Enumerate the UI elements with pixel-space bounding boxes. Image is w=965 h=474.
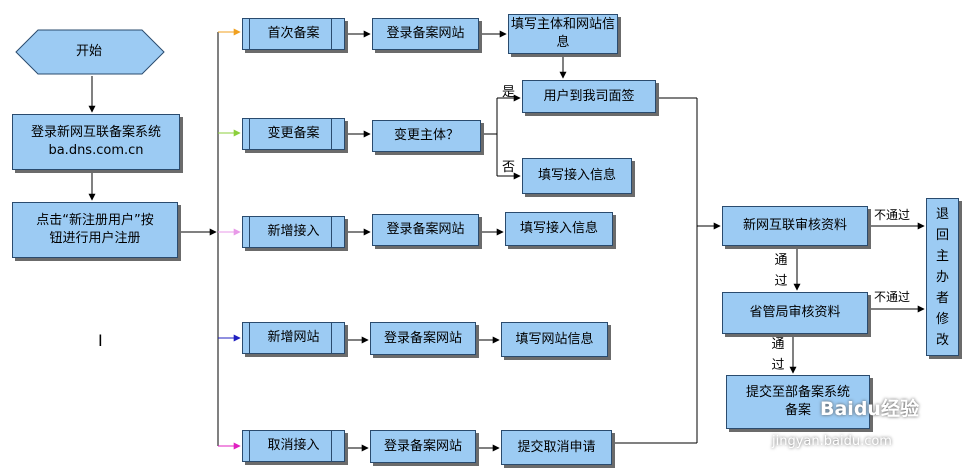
cancel-access-box: 取消接入 xyxy=(242,430,345,462)
return-to-sponsor-box: 退回主办者修改 xyxy=(926,198,959,356)
register-line2: 钮进行用户注册 xyxy=(49,231,141,246)
start-hexagon xyxy=(15,29,165,75)
text-cursor-mark: I xyxy=(98,331,103,350)
yes-label: 是 xyxy=(502,85,516,100)
province-review-box: 省管局审核资料 xyxy=(722,292,868,334)
fill-subject-site-box: 填写主体和网站信息 xyxy=(508,14,618,54)
fill-access-info-box-change: 填写接入信息 xyxy=(522,158,632,194)
start-label: 开始 xyxy=(76,44,103,59)
login-system-url: ba.dns.com.cn xyxy=(48,143,144,158)
reject-label-1: 不通过 xyxy=(874,208,911,222)
new-access-box: 新增接入 xyxy=(242,216,345,248)
first-login-site-box: 登录备案网站 xyxy=(372,18,479,50)
reject-label-2: 不通过 xyxy=(874,290,911,304)
new-site-box: 新增网站 xyxy=(242,322,345,354)
site-login-site-box: 登录备案网站 xyxy=(370,322,476,355)
pass-label-1: 通过 xyxy=(774,253,788,289)
login-system-box: 登录新网互联备案系统 ba.dns.com.cn xyxy=(12,114,180,170)
register-line1: 点击“新注册用户”按 xyxy=(36,213,154,229)
login-system-line1: 登录新网互联备案系统 xyxy=(30,125,161,141)
no-label: 否 xyxy=(502,160,516,175)
fill-access-info-box: 填写接入信息 xyxy=(505,212,613,246)
submit-ministry-line1: 提交至部备案系统 xyxy=(745,385,850,401)
change-subject-question-box: 变更主体？ xyxy=(372,120,481,152)
cancel-login-site-box: 登录备案网站 xyxy=(370,430,476,463)
xinwang-review-box: 新网互联审核资料 xyxy=(722,206,868,246)
pass-label-2: 通过 xyxy=(771,337,785,373)
submit-ministry-line2: 备案 xyxy=(784,403,811,418)
watermark-url: jingyan.baidu.com xyxy=(772,434,892,449)
submit-cancel-box: 提交取消申请 xyxy=(501,430,612,465)
access-login-site-box: 登录备案网站 xyxy=(372,214,479,246)
register-box: 点击“新注册用户”按 钮进行用户注册 xyxy=(12,202,178,258)
watermark-brand: Baidu经验 xyxy=(820,398,919,420)
first-filing-box: 首次备案 xyxy=(242,18,345,50)
face-sign-box: 用户到我司面签 xyxy=(522,80,656,113)
fill-site-info-box: 填写网站信息 xyxy=(501,322,608,357)
change-filing-box: 变更备案 xyxy=(242,118,345,150)
submit-ministry-box: 提交至部备案系统 备案 xyxy=(726,375,870,429)
